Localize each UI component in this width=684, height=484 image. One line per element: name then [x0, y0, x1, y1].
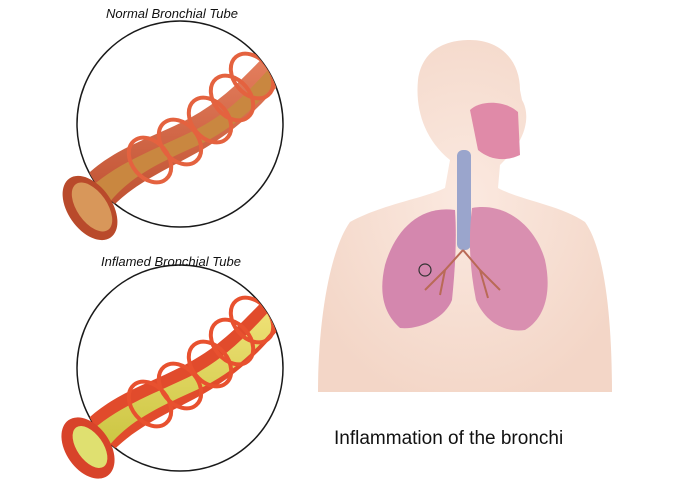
bronchus-highlight — [418, 263, 432, 277]
diagram-caption: Inflammation of the bronchi — [334, 428, 564, 449]
mouth-cavity — [470, 102, 520, 160]
inflamed-tube-label: Inflamed Bronchial Tube — [101, 254, 241, 269]
human-torso — [318, 40, 612, 392]
normal-bronchial-tube — [62, 20, 284, 241]
trachea — [457, 150, 471, 250]
bronchial-tree — [424, 249, 501, 299]
normal-tube-label: Normal Bronchial Tube — [106, 6, 238, 21]
inflamed-bronchial-tube — [61, 264, 284, 479]
left-lung — [469, 207, 548, 331]
